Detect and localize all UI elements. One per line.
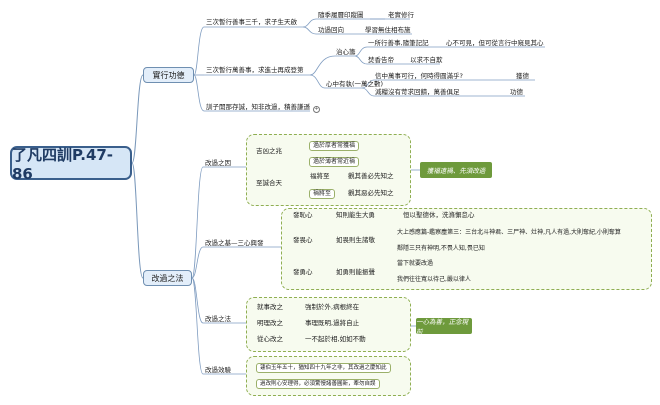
topic-when-complete[interactable]: 信中萬事可行，何時得圓滿乎? xyxy=(375,72,463,80)
topic-no-self-deception[interactable]: 以求不自欺 xyxy=(410,56,443,64)
topic-thick-brings-fortune[interactable]: 過於厚者常獲福 xyxy=(309,141,360,151)
group-methods-boundary xyxy=(246,297,411,352)
topic-non-attached-giving[interactable]: 學習無住相布施 xyxy=(365,26,411,34)
topic-honest-practice[interactable]: 老實修行 xyxy=(388,11,414,19)
topic-reduce-grain-tax[interactable]: 減糧沒有苛求回饋，萬善俱足 xyxy=(375,88,460,96)
topic-misfortune-coming[interactable]: 禍將至 xyxy=(309,189,336,199)
group-verification-boundary xyxy=(246,356,411,396)
topic-attachment-in-mind[interactable]: 心中有執(一萬之數) xyxy=(326,80,384,88)
topic-thin-brings-misfortune[interactable]: 過於薄者常近禍 xyxy=(309,157,360,167)
topic-change-by-reason[interactable]: 明理改之 xyxy=(257,319,283,327)
topic-mind-not-visible[interactable]: 心不可見，但可從言行中窺見其心 xyxy=(446,39,544,47)
topic-brave-mind[interactable]: 發勇心 xyxy=(293,268,313,276)
topic-inspector-gods[interactable]: 大上感應篇-鑑察塵第三：三台北斗神君、三尸神、灶神,凡人有過,大則奪紀,小則奪算 xyxy=(397,229,621,236)
topic-reverence[interactable]: 如畏則生諸敬 xyxy=(336,236,375,244)
topic-lenient-self[interactable]: 我們往往寬以待己,嚴以律人 xyxy=(397,276,471,283)
label-single-minded-good: 一心為善，正念現前 xyxy=(416,318,472,336)
topic-qu-boyu[interactable]: 蘧伯玉年五十，猶知四十九年之非，其改過之慶知此 xyxy=(256,363,391,373)
topic-record-good-deeds[interactable]: 一所行善事,隨筆記記 xyxy=(368,39,429,47)
topic-change-by-deed[interactable]: 就事改之 xyxy=(257,303,283,311)
topic-sincerity-heaven[interactable]: 至誠合天 xyxy=(256,179,282,187)
topic-mind-ledger[interactable]: 治心籌 xyxy=(336,48,356,56)
topic-methods[interactable]: 改過之法 xyxy=(205,315,231,323)
topic-burn-incense[interactable]: 焚香告帝 xyxy=(368,56,394,64)
topic-three-thousand-good-deeds[interactable]: 三次暫行善事三千，求子生天啟 xyxy=(206,18,297,26)
topic-three-minds[interactable]: 改過之基—三心興發 xyxy=(205,239,264,247)
topic-change-now[interactable]: 當下就要改過 xyxy=(397,260,434,267)
topic-verification[interactable]: 改過效驗 xyxy=(205,366,231,374)
topic-fear-mind[interactable]: 發畏心 xyxy=(293,236,313,244)
label-fortune-requires-change: 獲福遠禍、先須改過 xyxy=(420,162,492,178)
branch-practice-merit[interactable]: 實行功德 xyxy=(143,67,194,83)
topic-change-by-heart[interactable]: 從心改之 xyxy=(257,335,283,343)
topic-resolve[interactable]: 如勇則能振聲 xyxy=(336,268,375,276)
topic-ten-thousand-good-deeds[interactable]: 三次暫行萬善事，求進士再成登第 xyxy=(206,66,304,74)
topic-peace-of-mind[interactable]: 過改則心安理得，必須驚慢諸善圓新，牽勿自誤 xyxy=(256,379,380,389)
group-three-minds-boundary xyxy=(281,208,652,290)
topic-gods-know[interactable]: 鄰隱三只有神明,不畏人知,畏已知 xyxy=(397,245,485,252)
topic-see-evil[interactable]: 觀其惡必先知之 xyxy=(348,189,394,197)
topic-teach-son[interactable]: 訓子開那存誠，知非改過，積善謙遜 xyxy=(206,103,310,111)
topic-courage[interactable]: 知則能生大勇 xyxy=(336,211,375,219)
topic-cleanse-laziness[interactable]: 恒以聖德休，洗滌懈怠心 xyxy=(403,211,475,219)
topic-omen[interactable]: 吉凶之兆 xyxy=(256,147,282,155)
topic-faults-stop[interactable]: 事理既明,過將自止 xyxy=(305,319,360,327)
topic-earn-virtue[interactable]: 獲德 xyxy=(516,72,529,80)
topic-shame-mind[interactable]: 發恥心 xyxy=(293,211,313,219)
topic-unmoved[interactable]: 一不起於相,如如不動 xyxy=(305,335,366,343)
topic-see-good[interactable]: 觀其善必先知之 xyxy=(348,172,394,180)
topic-fortune-coming[interactable]: 福將至 xyxy=(310,172,330,180)
root-topic[interactable]: 了凡四訓P.47-86 xyxy=(10,146,132,183)
topic-merit-dedication[interactable]: 功過回向 xyxy=(318,26,344,34)
topic-record-item[interactable]: 隨季履曆印蹤圖 xyxy=(318,11,364,19)
collapse-toggle-icon[interactable]: + xyxy=(313,106,320,113)
topic-reason-for-change[interactable]: 改過之因 xyxy=(205,159,231,167)
branch-correct-faults[interactable]: 改過之法 xyxy=(143,270,192,286)
topic-root-remains[interactable]: 強制於外,病根終在 xyxy=(305,303,360,311)
topic-merit-virtue[interactable]: 功德 xyxy=(510,88,523,96)
